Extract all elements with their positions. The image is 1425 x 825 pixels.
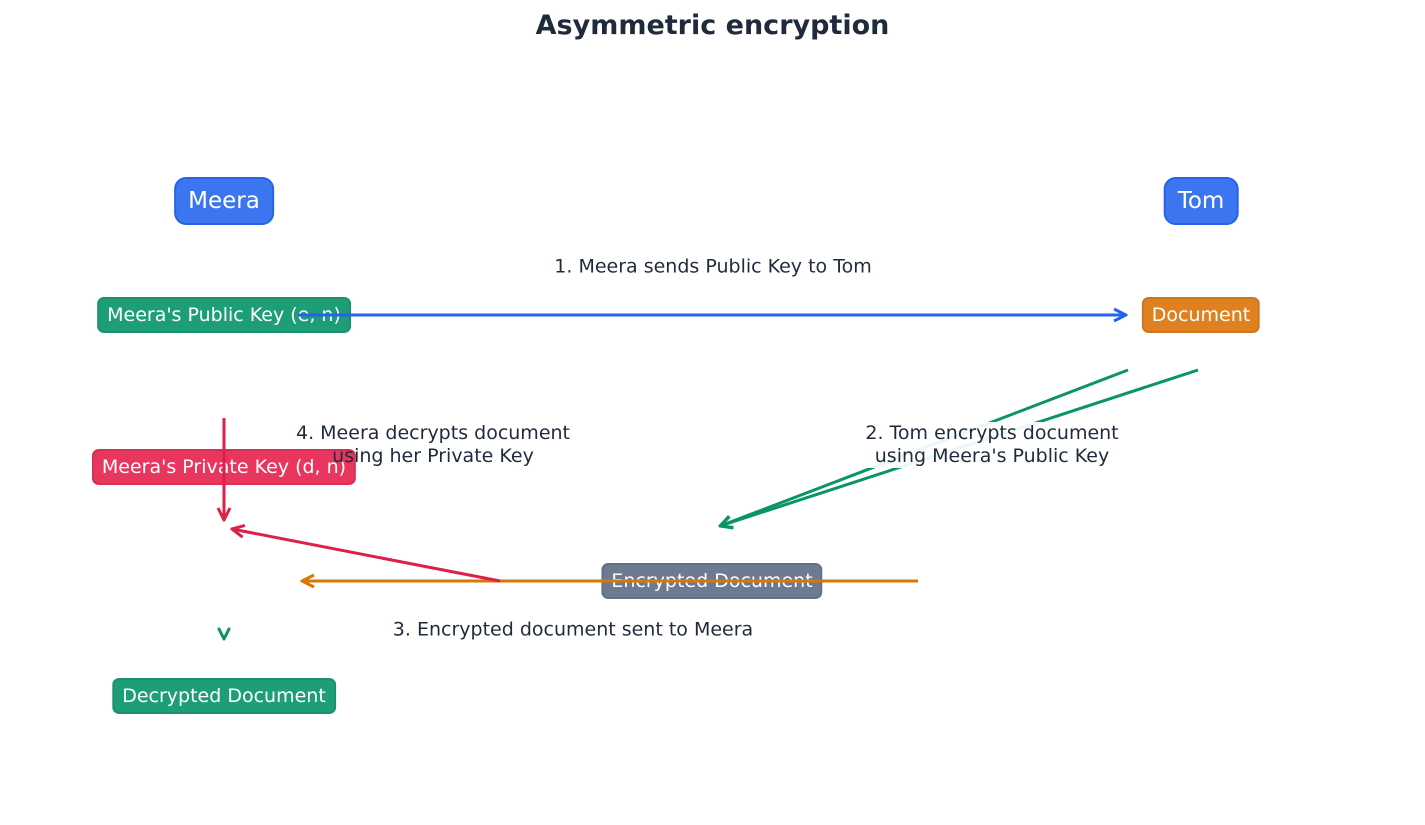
step-4-line-2: using her Private Key [332,445,534,467]
step-4-line-1: 4. Meera decrypts document [296,422,570,444]
arrow-decrypt-to-result [217,627,231,641]
step-4-label: 4. Meera decrypts document using her Pri… [296,422,570,468]
step-3-label: 3. Encrypted document sent to Meera [393,619,753,642]
diagram-title: Asymmetric encryption [535,10,890,41]
step-2-line-1: 2. Tom encrypts document [865,422,1119,444]
document-label: Document [1151,304,1251,326]
decrypted-document-label: Decrypted Document [122,685,326,707]
document-box: Document [1141,297,1261,333]
step-1-text: 1. Meera sends Public Key to Tom [554,255,872,278]
step-1-label: 1. Meera sends Public Key to Tom [554,256,871,279]
arrow-encrypted-to-private-key [232,529,501,583]
decrypted-document-box: Decrypted Document [112,678,336,714]
step-3-text: 3. Encrypted document sent to Meera [392,618,754,641]
actor-tom: Tom [1163,177,1239,225]
step-2-label: 2. Tom encrypts document using Meera's P… [863,422,1121,468]
actor-tom-label: Tom [1177,188,1225,214]
actor-meera-label: Meera [188,188,260,214]
actor-meera: Meera [174,177,274,225]
step-2-line-2: using Meera's Public Key [874,445,1110,467]
public-key-label: Meera's Public Key (e, n) [107,304,341,326]
